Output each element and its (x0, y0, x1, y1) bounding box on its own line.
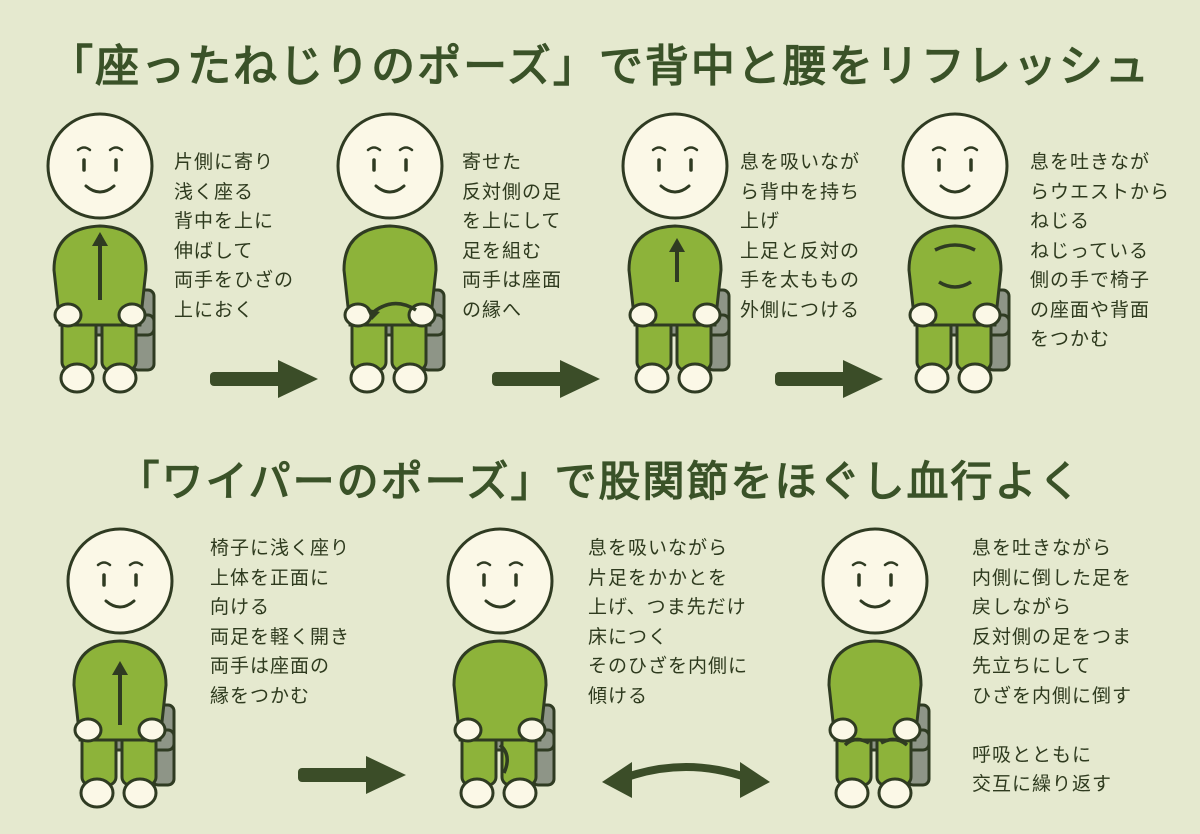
text-line: 片側に寄り (174, 151, 275, 173)
section2-step3-text: 息を吐きながら 内側に倒した足を 戻しながら 反対側の足をつま 先立ちにして ひ… (972, 534, 1132, 800)
text-line: 床につく (588, 625, 669, 648)
text-line: 両手は座面の (210, 655, 331, 677)
section1-step1-text: 片側に寄り 浅く座る 背中を上に 伸ばして 両手をひざの 上におく (174, 148, 294, 325)
figure-wiper-step2 (446, 527, 556, 809)
text-line: 外側につける (740, 298, 861, 321)
text-line: の座面や背面 (1030, 298, 1151, 321)
text-line: ねじっている (1030, 239, 1150, 262)
text-line: 手を太ももの (740, 269, 861, 291)
text-line: 側の手で椅子 (1030, 269, 1151, 291)
section1-step4-text: 息を吐きなが らウエストから ねじる ねじっている 側の手で椅子 の座面や背面 … (1030, 148, 1170, 355)
text-line: 息を吸いなが (740, 151, 861, 173)
text-line: 上げ (740, 210, 781, 232)
text-line: 縁をつかむ (210, 684, 311, 707)
text-line: 反対側の足をつま (972, 625, 1133, 648)
text-line: 上げ、つま先だけ (588, 596, 747, 618)
text-line: 先立ちにして (972, 655, 1092, 677)
text-line: 片足をかかとを (588, 566, 729, 589)
figure-step2-cross-legs (336, 112, 446, 394)
arrow-right-icon (492, 360, 600, 398)
arrow-right-icon (775, 360, 883, 398)
arrow-right-icon (210, 360, 318, 398)
text-line: を上にして (462, 210, 562, 232)
text-line: 両足を軽く開き (210, 625, 351, 648)
text-line: 内側に倒した足を (972, 566, 1133, 589)
section1-title: 「座ったねじりのポーズ」で背中と腰をリフレッシュ (49, 41, 1151, 92)
section2-step1-text: 椅子に浅く座り 上体を正面に 向ける 両足を軽く開き 両手は座面の 縁をつかむ (210, 534, 350, 711)
text-line: の縁へ (462, 298, 523, 321)
text-line: 両手は座面 (462, 269, 563, 291)
text-line (972, 711, 1132, 741)
text-line: 背中を上に (174, 210, 275, 232)
figure-wiper-step1 (66, 527, 176, 809)
text-line: 足を組む (462, 239, 543, 262)
double-arrow-icon (602, 762, 770, 798)
figure-step4-twist (901, 112, 1011, 394)
figure-step3-lift-back (621, 112, 731, 394)
text-line: 向ける (210, 596, 271, 618)
arrow-right-icon (298, 756, 406, 794)
text-line: ら背中を持ち (740, 180, 861, 203)
section1-step3-text: 息を吸いなが ら背中を持ち 上げ 上足と反対の 手を太ももの 外側につける (740, 148, 860, 325)
text-line: 交互に繰り返す (972, 773, 1113, 795)
text-line: らウエストから (1030, 180, 1171, 203)
text-line: 傾ける (588, 684, 649, 707)
text-line: をつかむ (1030, 328, 1111, 350)
text-line: 戻しながら (972, 596, 1073, 618)
text-line: 椅子に浅く座り (210, 537, 351, 559)
text-line: 上体を正面に (210, 566, 331, 589)
text-line: 反対側の足 (462, 180, 563, 203)
text-line: 呼吸とともに (972, 743, 1093, 766)
text-line: ねじる (1030, 210, 1091, 232)
text-line: 伸ばして (174, 239, 254, 262)
text-line: 上におく (174, 298, 255, 321)
text-line: 息を吐きながら (972, 537, 1113, 559)
text-line: 浅く座る (174, 180, 255, 203)
text-line: ひざを内側に倒す (972, 684, 1133, 707)
figure-wiper-step3 (821, 527, 931, 809)
text-line: 上足と反対の (740, 239, 861, 262)
section2-step2-text: 息を吸いながら 片足をかかとを 上げ、つま先だけ 床につく そのひざを内側に 傾… (588, 534, 748, 711)
text-line: 息を吸いながら (588, 537, 729, 559)
section2-title: 「ワイパーのポーズ」で股関節をほぐし血行よく (117, 457, 1083, 506)
text-line: 寄せた (462, 151, 523, 173)
figure-step1-sitting (46, 112, 156, 394)
text-line: 両手をひざの (174, 269, 295, 291)
text-line: そのひざを内側に (588, 655, 749, 677)
section1-step2-text: 寄せた 反対側の足 を上にして 足を組む 両手は座面 の縁へ (462, 148, 562, 325)
text-line: 息を吐きなが (1030, 151, 1151, 173)
